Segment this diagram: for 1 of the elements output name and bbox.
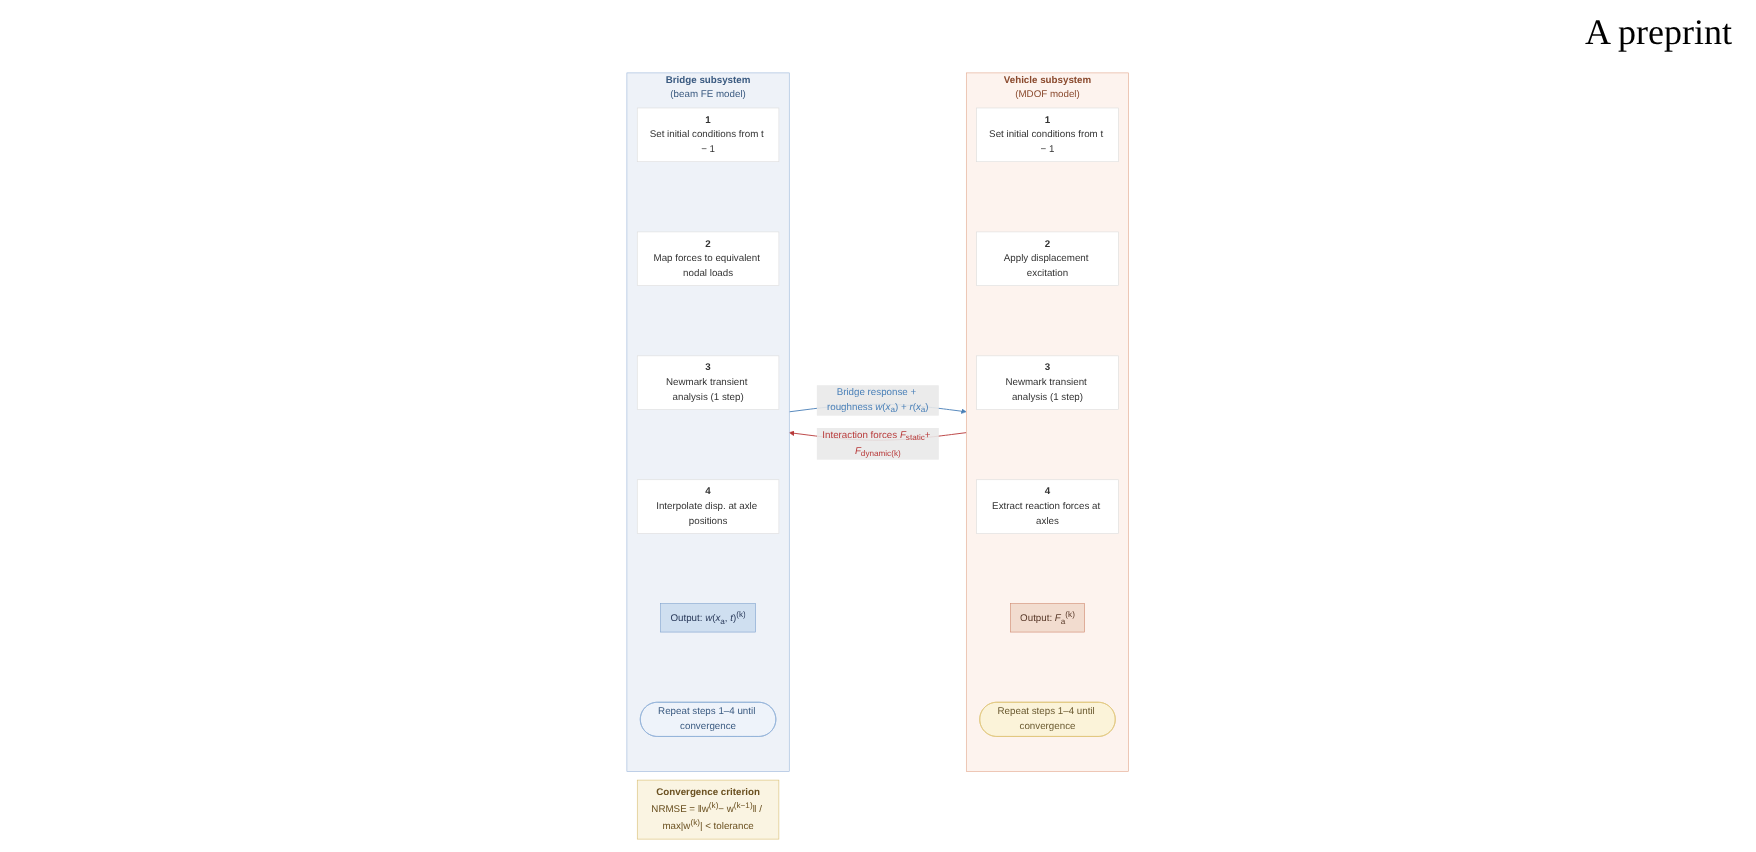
header-text: A preprint [1585, 12, 1732, 52]
